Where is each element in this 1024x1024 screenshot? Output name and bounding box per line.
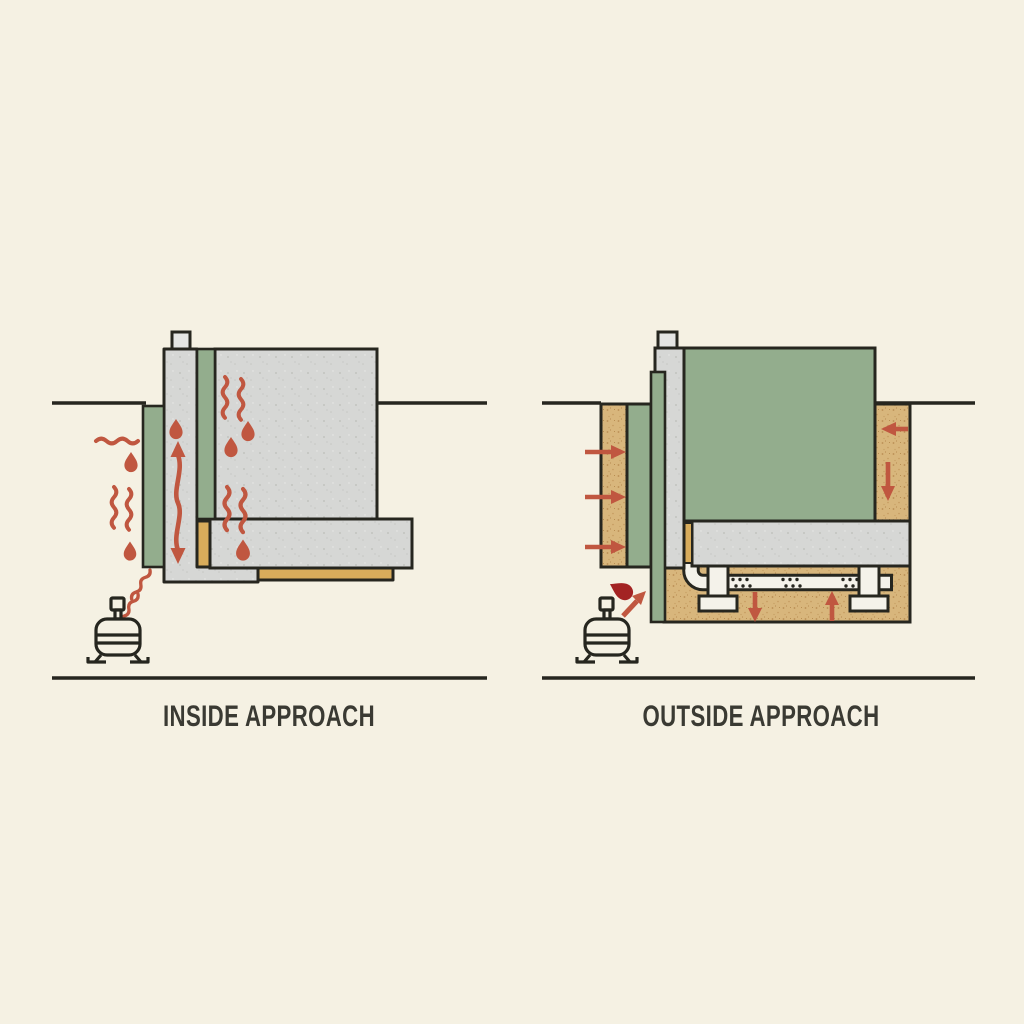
panel-inside-diagram xyxy=(52,330,487,680)
water-drop-icon xyxy=(123,541,137,561)
inflow-arrow-icon xyxy=(585,490,626,504)
water-drop-icon xyxy=(124,452,138,473)
inflow-arrow-icon xyxy=(585,540,626,554)
moisture-squiggle-icon xyxy=(96,439,138,444)
interior-concrete-block xyxy=(213,347,379,521)
wall-cap xyxy=(656,330,679,350)
exterior-membrane-panel xyxy=(625,402,653,569)
backfill-column-right xyxy=(873,402,912,523)
interior-green-block xyxy=(682,346,877,523)
to-sump-arrow-icon xyxy=(621,591,646,618)
exterior-membrane xyxy=(649,370,667,624)
footing xyxy=(690,519,912,568)
arrow-head-up xyxy=(170,441,186,457)
perforated-drain-pipe xyxy=(685,556,890,589)
exterior-membrane-stub xyxy=(141,404,166,569)
inflow-arrow-left-icon xyxy=(881,422,908,436)
outside-approach-label: OUTSIDE APPROACH xyxy=(642,700,880,733)
moisture-annotations xyxy=(96,375,255,627)
drain-down-arrow-icon xyxy=(748,592,762,622)
pipe-support-piers xyxy=(697,560,890,613)
moisture-squiggle-icon xyxy=(124,487,134,532)
interior-membrane xyxy=(195,347,217,521)
inside-approach-label: INSIDE APPROACH xyxy=(163,700,375,733)
panel-outside-diagram xyxy=(542,330,975,680)
moisture-squiggle-icon xyxy=(128,567,154,603)
capillary-rise-arrow xyxy=(174,452,182,553)
wall-cap xyxy=(170,330,192,351)
downflow-arrow-icon xyxy=(881,462,895,501)
sump-pump-icon xyxy=(86,596,150,664)
arrow-head-down xyxy=(170,548,186,564)
moisture-squiggle-icon xyxy=(109,485,119,530)
drain-up-arrow-icon xyxy=(825,591,839,621)
water-flow-annotations xyxy=(585,422,908,622)
pipe-perforations xyxy=(731,577,859,588)
inflow-arrow-icon xyxy=(585,445,626,459)
